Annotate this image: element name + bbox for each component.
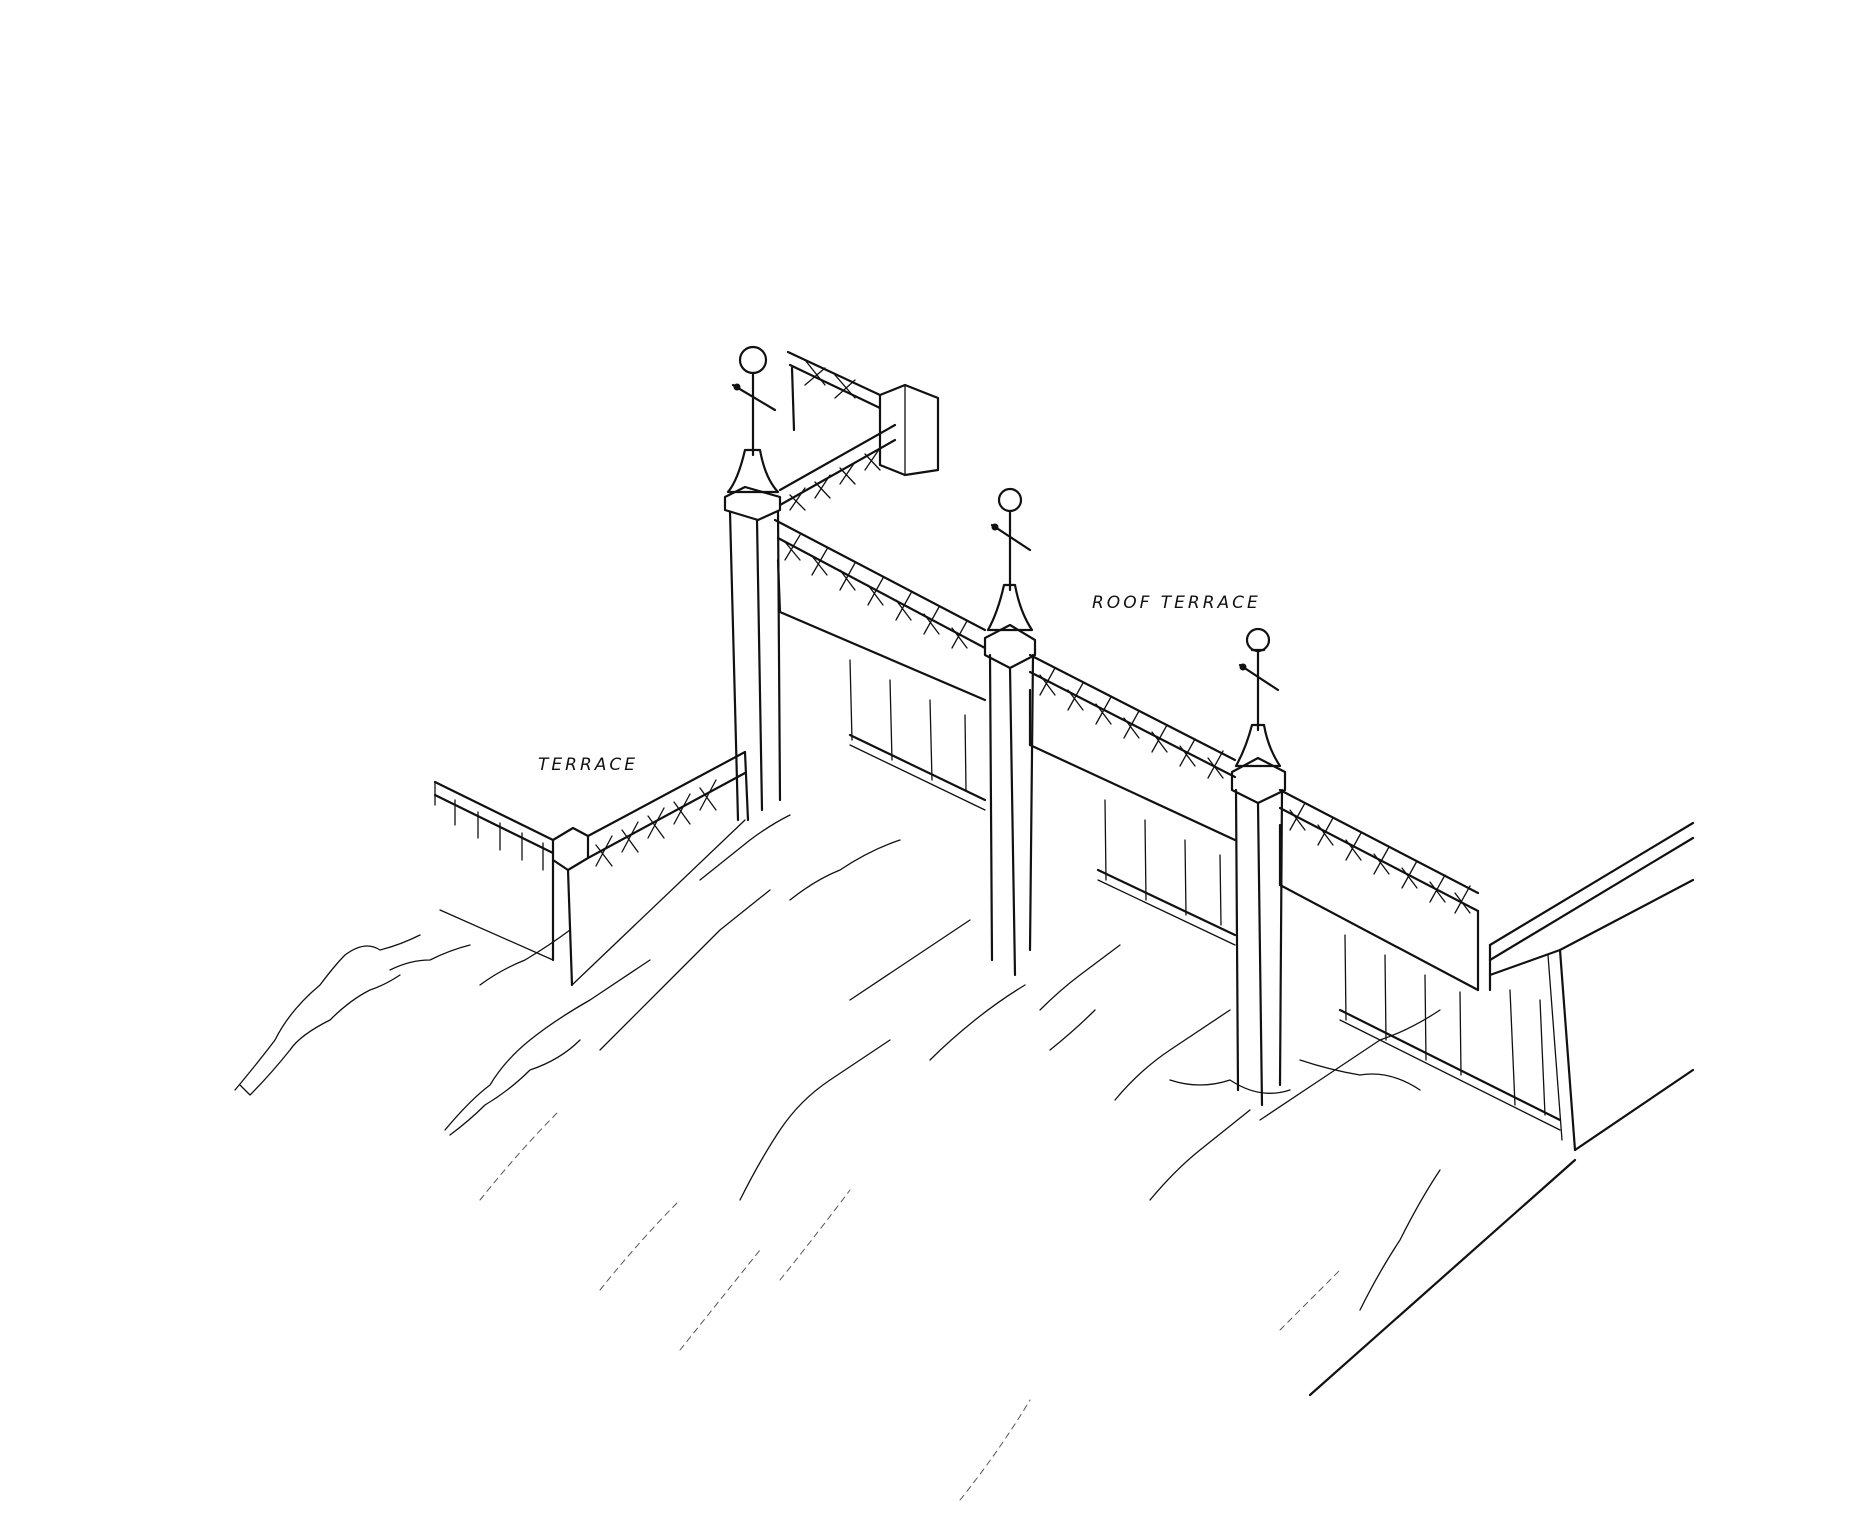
terrace-label: TERRACE: [538, 755, 638, 775]
upper-back-railing: [778, 350, 940, 511]
roof-terrace-bay-2: [1028, 653, 1237, 946]
pier-left: [723, 485, 782, 822]
terrace-wing: [433, 750, 750, 987]
roof-terrace-label: ROOF TERRACE: [1092, 593, 1261, 613]
pier-right: [1230, 756, 1287, 1107]
lamp-post-center: [986, 487, 1034, 632]
pier-center: [983, 623, 1037, 977]
right-building: [1308, 821, 1695, 1397]
lamp-post-left: [726, 345, 780, 494]
foliage-scribbles: [234, 814, 1441, 1311]
lamp-post-right: [1234, 627, 1282, 768]
roof-terrace-bay-3: [1278, 788, 1562, 1131]
shadow-streaks: [479, 1109, 1341, 1501]
roof-terrace-bay-1: [773, 518, 987, 811]
